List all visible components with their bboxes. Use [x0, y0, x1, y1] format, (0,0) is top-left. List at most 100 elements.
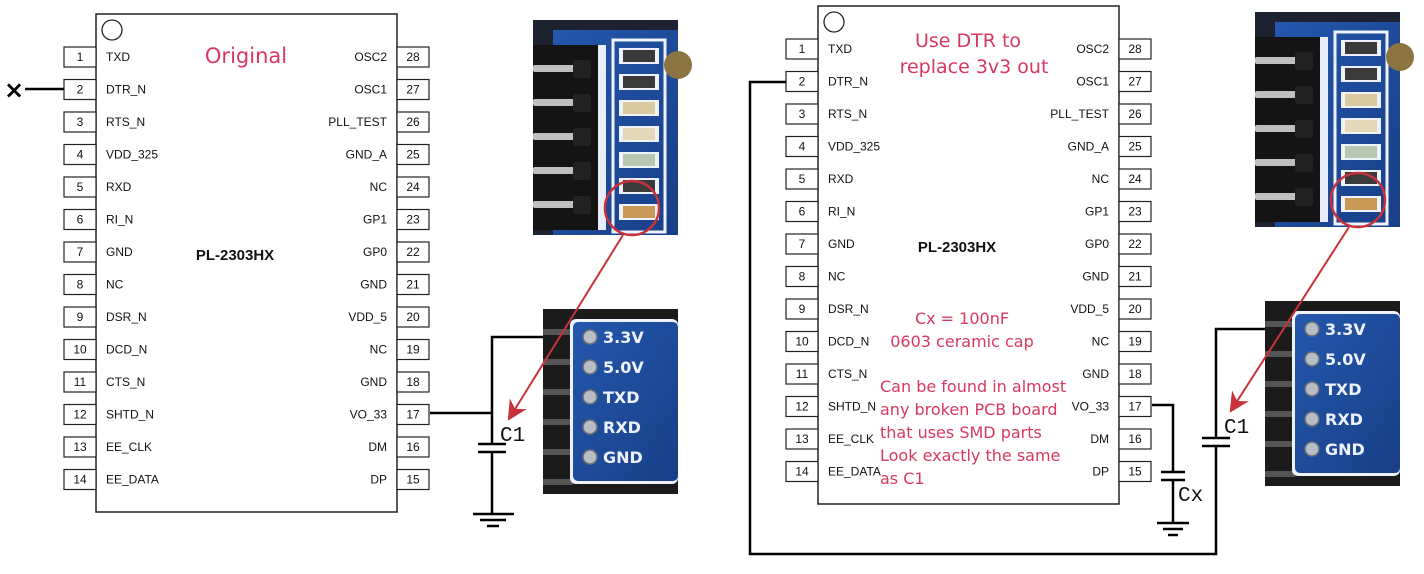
- pin-box: [63, 208, 97, 231]
- pcb-header-label: 3.3V: [603, 328, 644, 347]
- pin-box: [785, 38, 819, 60]
- pin-label: TXD: [828, 42, 852, 56]
- note-line: any broken PCB board: [880, 400, 1058, 419]
- pin-box: [1118, 200, 1152, 223]
- pin-label: NC: [828, 270, 846, 284]
- pin-label: OSC2: [354, 50, 387, 64]
- pin-number: 1: [77, 50, 84, 64]
- pin-box: [396, 436, 430, 458]
- pin-number: 28: [1128, 42, 1142, 56]
- pin-number: 6: [799, 205, 806, 219]
- pin-number: 2: [799, 75, 806, 89]
- pin-box: [63, 143, 97, 166]
- pin-label: GP1: [363, 213, 387, 227]
- pin-label: DM: [368, 440, 387, 454]
- pin-box: [63, 306, 97, 328]
- pin-box: [785, 363, 819, 385]
- pin-box: [1118, 298, 1152, 320]
- pin-label: EE_CLK: [828, 432, 874, 446]
- pin-number: 21: [1128, 270, 1142, 284]
- pin-label: VDD_325: [828, 140, 880, 154]
- pin1-indicator: [101, 19, 123, 41]
- cx-value-note: Cx = 100nF: [915, 309, 1009, 328]
- pin-number: 22: [1128, 237, 1142, 251]
- pin-box: [785, 200, 819, 223]
- pin-box: [1118, 168, 1152, 190]
- highlight-circle: [1329, 171, 1387, 229]
- pcb-header-label: 3.3V: [1325, 320, 1366, 339]
- ground-symbol: [473, 512, 514, 528]
- note-line: Look exactly the same: [880, 446, 1060, 465]
- pin-17: 17 VO_33: [350, 403, 430, 426]
- pcb-header-label: TXD: [1325, 380, 1362, 399]
- pin-box: [396, 208, 430, 231]
- diagram-title-line1: Use DTR to: [915, 30, 1021, 52]
- pin-label: GND: [106, 245, 133, 259]
- pcb-header-label: RXD: [1325, 410, 1363, 429]
- pin-number: 9: [799, 302, 806, 316]
- pin-label: DP: [370, 473, 387, 487]
- pin-label: VO_33: [350, 408, 388, 422]
- pin-number: 5: [799, 172, 806, 186]
- pin-number: 12: [795, 400, 809, 414]
- pin-label: RTS_N: [106, 115, 145, 129]
- ground-symbol: [1157, 521, 1189, 537]
- pin-box: [1118, 103, 1152, 125]
- pin-number: 27: [406, 83, 420, 97]
- pin-box: [63, 241, 97, 263]
- pin-number: 6: [77, 213, 84, 227]
- pin-box: [396, 403, 430, 426]
- pin-box: [396, 371, 430, 393]
- no-connect-marker: ×: [4, 76, 24, 104]
- pcb-header-label: GND: [603, 448, 643, 467]
- pin-number: 20: [1128, 302, 1142, 316]
- pin-box: [63, 338, 97, 361]
- pointer-arrow: [507, 234, 624, 421]
- pin-label: GP0: [1085, 237, 1109, 251]
- pin-label: DSR_N: [106, 310, 147, 324]
- pin-22: 22 GP0: [1085, 233, 1152, 255]
- pin-label: NC: [370, 343, 388, 357]
- pin-label: CTS_N: [106, 375, 145, 389]
- pin-box: [785, 428, 819, 450]
- pin-box: [785, 168, 819, 190]
- diagram-title: Original: [205, 44, 287, 68]
- chip-name: PL-2303HX: [918, 239, 996, 256]
- pointer-arrow: [1229, 226, 1350, 413]
- pin-label: RI_N: [106, 213, 133, 227]
- pin-label: GND: [828, 237, 855, 251]
- pin-box: [63, 46, 97, 68]
- pin-number: 17: [406, 408, 420, 422]
- pin-label: NC: [370, 180, 388, 194]
- pin-label: EE_CLK: [106, 440, 152, 454]
- pin-label: GND_A: [346, 148, 387, 162]
- dtr-to-c1-wire: [748, 80, 1218, 556]
- pin-box: [1118, 135, 1152, 158]
- pin-box: [1118, 395, 1152, 418]
- pin-box: [396, 143, 430, 166]
- pin-box: [785, 395, 819, 418]
- pin-label: DCD_N: [106, 343, 147, 357]
- pin-label: DM: [1090, 432, 1109, 446]
- pin-label: DTR_N: [106, 83, 146, 97]
- pin-label: GND: [360, 375, 387, 389]
